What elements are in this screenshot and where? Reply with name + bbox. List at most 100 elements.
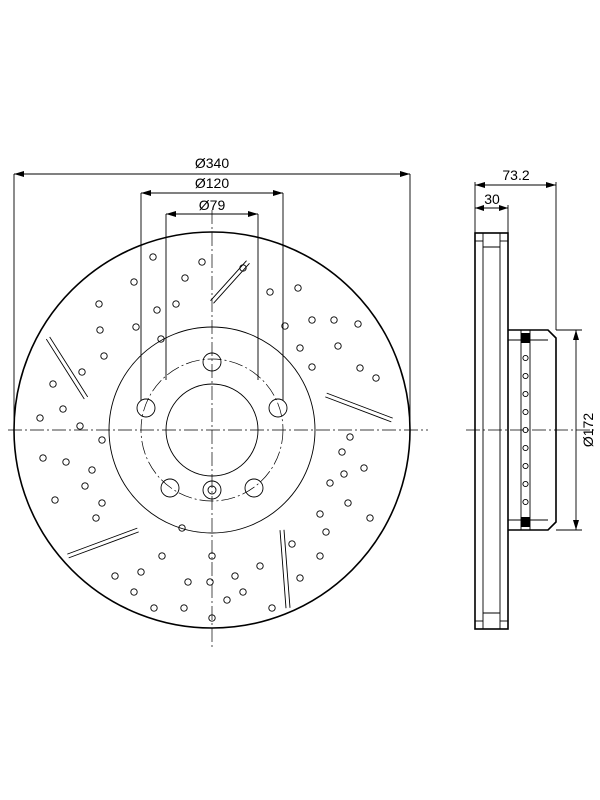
side-vent-holes — [522, 354, 529, 506]
drill-hole — [266, 288, 274, 296]
drill-hole — [98, 436, 106, 444]
dimension-hat-diameter: Ø172 — [556, 329, 596, 531]
drill-hole — [223, 596, 231, 604]
bolt-circle — [140, 358, 284, 502]
drill-hole — [39, 454, 47, 462]
drill-hole — [111, 572, 119, 580]
drill-hole — [81, 482, 89, 490]
drill-hole — [181, 274, 189, 282]
center-bore — [165, 383, 259, 477]
disc-thickness-label: 30 — [484, 191, 500, 207]
drill-hole — [78, 368, 86, 376]
slot-edge — [67, 527, 138, 555]
side-hole — [522, 408, 529, 416]
dimension-total-height: 73.2 — [474, 167, 557, 330]
slot-edge — [45, 338, 85, 400]
drill-hole — [281, 322, 289, 330]
bolt-hole — [202, 480, 222, 500]
total-height-label: 73.2 — [502, 167, 529, 183]
slot-edge — [210, 260, 247, 301]
drill-hole — [49, 380, 57, 388]
drill-hole — [354, 320, 362, 328]
side-hole — [522, 354, 529, 362]
drill-hole — [62, 458, 70, 466]
drill-hole — [239, 588, 247, 596]
hat-diameter-label: Ø172 — [580, 413, 596, 447]
drill-hole — [132, 323, 140, 331]
dimension-outer-diameter: Ø340 — [13, 155, 411, 430]
drill-hole — [288, 540, 296, 548]
slot-edge — [326, 392, 393, 419]
drill-hole — [356, 364, 364, 372]
drill-hole — [153, 306, 161, 314]
drill-hole — [208, 614, 216, 622]
disc-friction-ring — [474, 232, 509, 630]
front-view: Ø340 Ø120 Ø79 — [8, 155, 428, 650]
drill-hole — [100, 352, 108, 360]
slot-edge — [283, 529, 291, 608]
dimension-disc-thickness: 30 — [475, 191, 509, 233]
drill-hole — [296, 574, 304, 582]
drill-hole — [157, 335, 165, 343]
drill-hole — [231, 572, 239, 580]
drill-hole — [346, 433, 354, 441]
slot-edge — [68, 531, 139, 559]
drill-hole — [158, 552, 166, 560]
hat-profile — [508, 329, 557, 531]
hat-groove-top — [521, 333, 530, 343]
side-hole — [522, 372, 529, 380]
disc-slots — [45, 260, 393, 609]
drill-hole — [130, 278, 138, 286]
slot-edge — [325, 396, 392, 423]
drill-hole — [76, 422, 84, 430]
drill-hole — [344, 499, 352, 507]
drill-hole — [150, 604, 158, 612]
bolt-hole — [244, 478, 264, 498]
side-hole — [522, 390, 529, 398]
drill-holes — [36, 253, 380, 622]
drill-hole — [96, 326, 104, 334]
drill-hole — [51, 496, 59, 504]
drill-hole — [366, 514, 374, 522]
drill-hole — [326, 479, 334, 487]
side-hole — [522, 444, 529, 452]
bolt-circle-label: Ø120 — [195, 175, 229, 191]
drill-hole — [208, 552, 216, 560]
drill-hole — [92, 514, 100, 522]
drill-hole — [59, 405, 67, 413]
drill-hole — [198, 258, 206, 266]
drill-hole — [316, 510, 324, 518]
outer-diameter-label: Ø340 — [195, 155, 229, 171]
side-view: 73.2 30 Ø172 — [466, 167, 596, 630]
bolt-hole — [136, 398, 156, 418]
side-hole — [522, 462, 529, 470]
drill-hole — [36, 414, 44, 422]
drill-hole — [308, 363, 316, 371]
drill-hole — [137, 568, 145, 576]
side-hole — [522, 498, 529, 506]
center-bore-label: Ø79 — [199, 197, 226, 213]
slot-edge — [49, 336, 89, 398]
drill-hole — [239, 264, 247, 272]
drill-hole — [340, 470, 348, 478]
drill-hole — [372, 374, 380, 382]
drill-hole — [296, 344, 304, 352]
bolt-hole — [202, 352, 222, 372]
bolt-hole — [268, 398, 288, 418]
drill-hole — [316, 552, 324, 560]
drill-hole — [149, 253, 157, 261]
drill-hole — [294, 284, 302, 292]
drill-hole — [268, 604, 276, 612]
drill-hole — [330, 316, 338, 324]
drill-hole — [360, 464, 368, 472]
drill-hole — [256, 562, 264, 570]
drill-hole — [180, 604, 188, 612]
drill-hole — [178, 524, 186, 532]
drill-hole — [322, 528, 330, 536]
drill-hole — [172, 300, 180, 308]
slot-edge — [213, 263, 250, 304]
bolt-hole-inner — [207, 485, 217, 495]
drill-hole — [308, 316, 316, 324]
drill-hole — [130, 588, 138, 596]
